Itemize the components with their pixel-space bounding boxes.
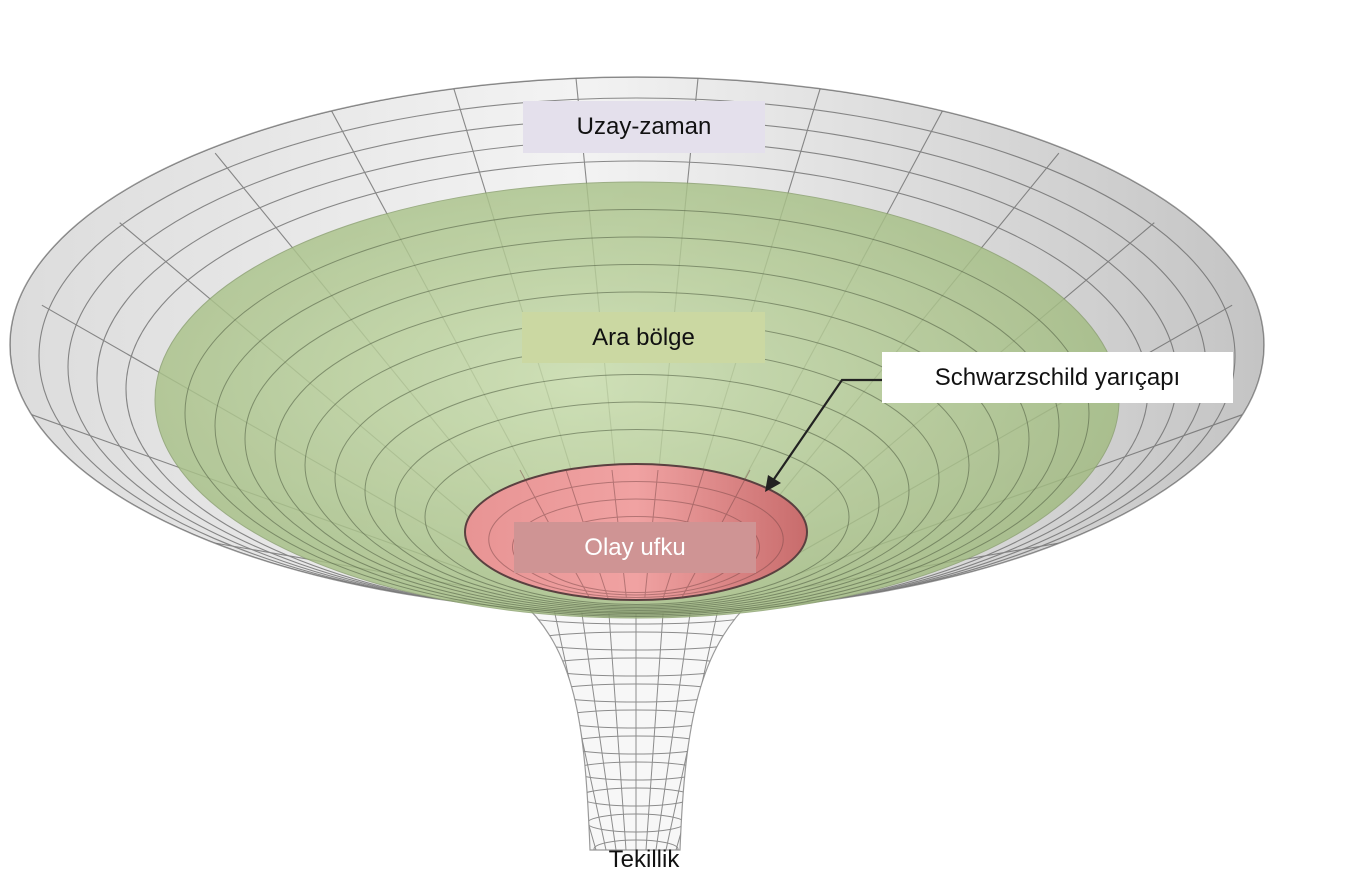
spacetime-label: Uzay-zaman (523, 101, 765, 153)
funnel-throat (518, 599, 754, 851)
schwarzschild-pointer-arrow (771, 378, 882, 483)
singularity-label: Tekillik (608, 846, 680, 873)
event-horizon-label: Olay ufku (514, 522, 756, 573)
intermediate-region-label: Ara bölge (522, 312, 765, 363)
arrow-head-icon (765, 475, 781, 492)
schwarzschild-radius-label: Schwarzschild yarıçapı (882, 352, 1233, 403)
